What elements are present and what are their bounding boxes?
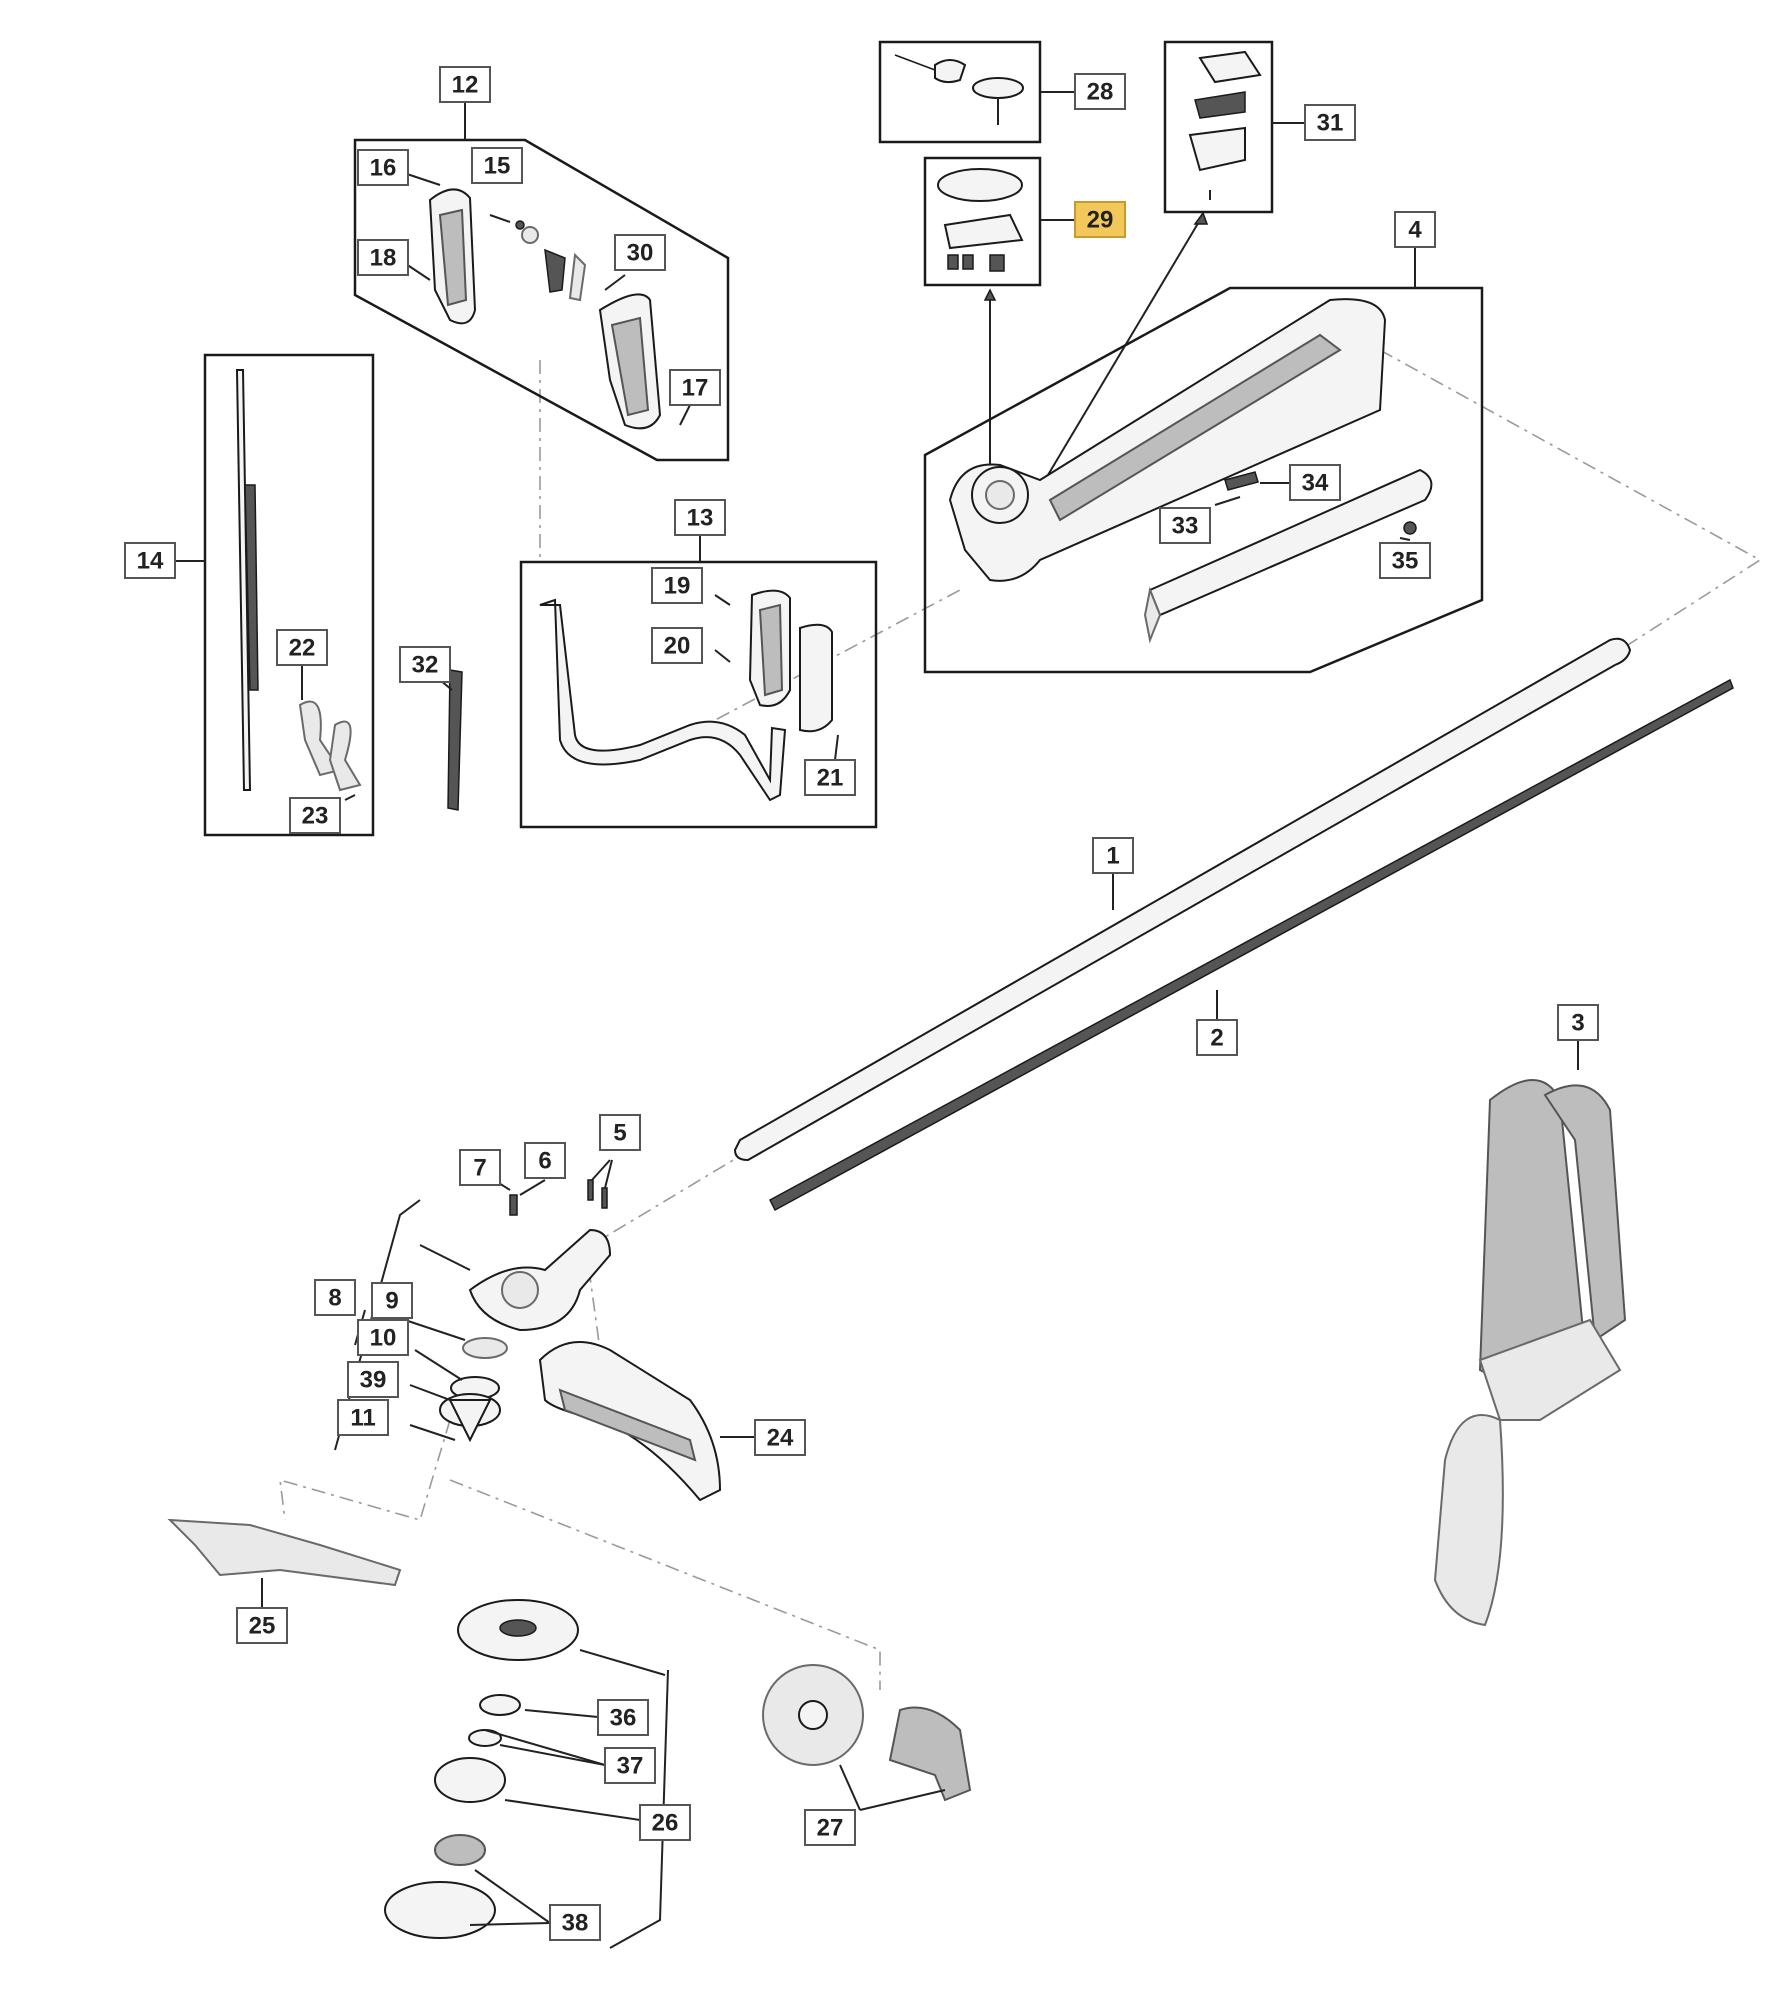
- part-31-switch-kit: [1044, 40, 1305, 481]
- callout-10: 10: [357, 1319, 409, 1356]
- callout-38: 38: [549, 1904, 601, 1941]
- svg-text:33: 33: [1172, 513, 1199, 540]
- svg-text:27: 27: [817, 1815, 844, 1842]
- svg-text:18: 18: [370, 245, 397, 272]
- group-3-harness: [1433, 1040, 1627, 1627]
- svg-text:19: 19: [664, 573, 691, 600]
- svg-text:1: 1: [1106, 843, 1119, 870]
- head-gearbox-assembly: [334, 1159, 613, 1451]
- part-32-spring: [439, 669, 463, 811]
- group-4-housing: [923, 247, 1484, 674]
- callout-24: 24: [754, 1419, 806, 1456]
- svg-text:30: 30: [627, 240, 654, 267]
- callout-13: 13: [674, 499, 726, 536]
- callout-33: 33: [1159, 507, 1211, 544]
- callout-39: 39: [347, 1361, 399, 1398]
- svg-text:35: 35: [1392, 548, 1419, 575]
- svg-text:25: 25: [249, 1613, 276, 1640]
- callout-27: 27: [804, 1809, 856, 1846]
- part-28-knob-kit: [878, 40, 1075, 144]
- svg-text:34: 34: [1302, 470, 1329, 497]
- group-12-handle-kit: [353, 102, 730, 462]
- callout-6: 6: [524, 1142, 566, 1179]
- callout-14: 14: [124, 542, 176, 579]
- callout-29: 29: [1074, 201, 1126, 238]
- part-29-battery-cover: [923, 156, 1075, 480]
- callout-5: 5: [599, 1114, 641, 1151]
- svg-text:2: 2: [1210, 1025, 1223, 1052]
- svg-text:6: 6: [538, 1148, 551, 1175]
- svg-text:10: 10: [370, 1325, 397, 1352]
- callout-16: 16: [357, 149, 409, 186]
- svg-text:16: 16: [370, 155, 397, 182]
- callout-20: 20: [651, 627, 703, 664]
- svg-text:4: 4: [1408, 217, 1422, 244]
- svg-text:29: 29: [1087, 207, 1114, 234]
- callout-36: 36: [597, 1699, 649, 1736]
- callout-labels: 1 2 3 4 5 6 7 8 9 10 11 12 13 14 15 16 1…: [124, 66, 1599, 1941]
- svg-text:31: 31: [1317, 110, 1344, 137]
- part-25-blade: [167, 1518, 402, 1608]
- svg-text:14: 14: [137, 548, 164, 575]
- callout-26: 26: [639, 1804, 691, 1841]
- part-24-guard: [538, 1341, 755, 1502]
- callout-19: 19: [651, 567, 703, 604]
- callout-31: 31: [1304, 104, 1356, 141]
- group-26-trimmer-head: [384, 1599, 669, 1949]
- svg-text:36: 36: [610, 1705, 637, 1732]
- callout-4: 4: [1394, 211, 1436, 248]
- callout-7: 7: [459, 1149, 501, 1186]
- svg-text:7: 7: [473, 1155, 486, 1182]
- svg-text:28: 28: [1087, 79, 1114, 106]
- svg-text:37: 37: [617, 1753, 644, 1780]
- svg-text:15: 15: [484, 153, 511, 180]
- callout-30: 30: [614, 234, 666, 271]
- callout-23: 23: [289, 797, 341, 834]
- group-13-loop-handle: [519, 535, 878, 829]
- parts-1-2-shaft: [733, 637, 1734, 1212]
- svg-text:17: 17: [682, 375, 709, 402]
- svg-text:32: 32: [412, 652, 439, 679]
- callout-11: 11: [337, 1399, 389, 1436]
- callout-17: 17: [669, 369, 721, 406]
- svg-text:24: 24: [767, 1425, 794, 1452]
- callout-18: 18: [357, 239, 409, 276]
- svg-text:12: 12: [452, 72, 479, 99]
- callout-8: 8: [314, 1279, 356, 1316]
- callout-15: 15: [471, 147, 523, 184]
- svg-text:5: 5: [613, 1120, 626, 1147]
- svg-text:26: 26: [652, 1810, 679, 1837]
- callout-25: 25: [236, 1607, 288, 1644]
- callout-22: 22: [276, 629, 328, 666]
- callout-2: 2: [1196, 1019, 1238, 1056]
- callout-1: 1: [1092, 837, 1134, 874]
- callout-34: 34: [1289, 464, 1341, 501]
- svg-text:8: 8: [328, 1285, 341, 1312]
- callout-28: 28: [1074, 73, 1126, 110]
- part-27-saw-blade: [762, 1664, 972, 1811]
- svg-text:22: 22: [289, 635, 316, 662]
- svg-text:11: 11: [350, 1405, 375, 1432]
- callout-3: 3: [1557, 1004, 1599, 1041]
- group-14-cable-kit: [170, 353, 375, 837]
- callout-12: 12: [439, 66, 491, 103]
- svg-text:9: 9: [385, 1288, 398, 1315]
- svg-text:38: 38: [562, 1910, 589, 1937]
- callout-35: 35: [1379, 542, 1431, 579]
- svg-text:21: 21: [817, 765, 844, 792]
- callout-32: 32: [399, 646, 451, 683]
- svg-text:23: 23: [302, 803, 329, 830]
- svg-text:13: 13: [687, 505, 714, 532]
- svg-text:20: 20: [664, 633, 691, 660]
- callout-37: 37: [604, 1747, 656, 1784]
- svg-text:3: 3: [1571, 1010, 1584, 1037]
- svg-text:39: 39: [360, 1367, 387, 1394]
- callout-9: 9: [371, 1282, 413, 1319]
- callout-21: 21: [804, 759, 856, 796]
